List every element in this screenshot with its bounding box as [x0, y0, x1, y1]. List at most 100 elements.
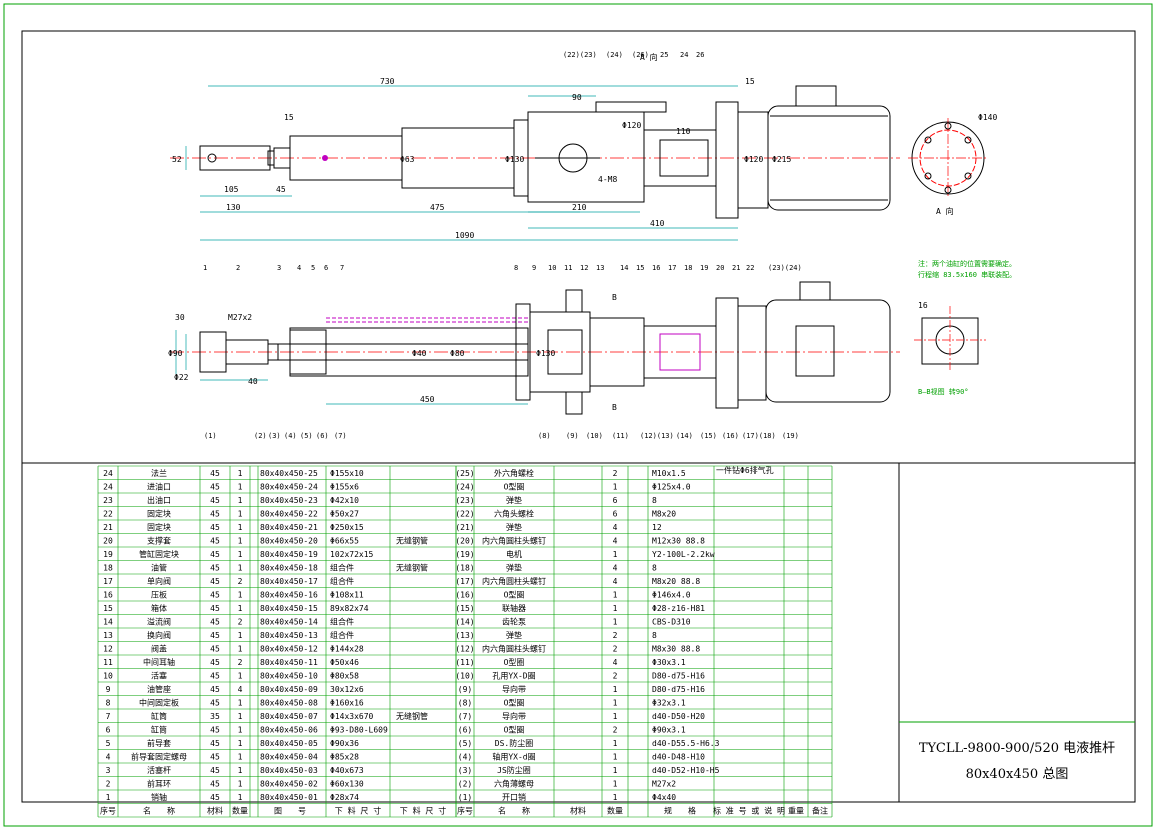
bom-right-name: 内六角圆柱头螺钉: [482, 536, 546, 546]
bom-right-no: (1): [458, 793, 472, 802]
bom-right-no: (20): [455, 537, 474, 546]
svg-text:8: 8: [514, 264, 518, 272]
bom-left-no: 14: [103, 618, 113, 627]
bom-left-no: 12: [103, 645, 113, 654]
top-view-balloons: (22)(23) (24) (26) 25 24 26: [563, 51, 704, 59]
bom-left-material: 45: [210, 496, 220, 505]
svg-text:45: 45: [276, 185, 286, 194]
bom-left-material: 45: [210, 604, 220, 613]
bom-left-drawing: 80x40x450-20: [260, 537, 318, 546]
bom-left-drawing: 80x40x450-13: [260, 631, 318, 640]
bom-right-no: (5): [458, 739, 472, 748]
bom-left-name: 阀盖: [151, 644, 167, 654]
bom-right-qty: 2: [613, 672, 618, 681]
bom-left-qty: 1: [238, 672, 243, 681]
svg-text:730: 730: [380, 77, 395, 86]
bom-left-material: 45: [210, 523, 220, 532]
bom-left-name: 出油口: [147, 495, 171, 505]
bom-right-name: 联轴器: [502, 603, 526, 613]
svg-text:4: 4: [297, 264, 301, 272]
bom-right-qty: 1: [613, 780, 618, 789]
bom-right-spec: D80-d75-H16: [652, 685, 705, 694]
bom-left-name: 缸筒: [151, 711, 167, 721]
bom-left-material: 45: [210, 793, 220, 802]
bom-left-material: 45: [210, 658, 220, 667]
bom-left-material: 45: [210, 685, 220, 694]
bom-left-name: 管缸固定块: [139, 549, 179, 559]
bom-right-spec: M12x30 88.8: [652, 537, 705, 546]
bom-left-drawing: 80x40x450-07: [260, 712, 318, 721]
svg-text:(12)(13): (12)(13): [640, 432, 674, 440]
bom-left-material: 45: [210, 483, 220, 492]
svg-text:B: B: [612, 403, 617, 412]
bom-right-qty: 2: [613, 631, 618, 640]
bom-left-material: 45: [210, 739, 220, 748]
bom-left-material: 45: [210, 537, 220, 546]
bom-left-no: 21: [103, 523, 113, 532]
bom-left-no: 22: [103, 510, 113, 519]
bom-left-drawing: 80x40x450-09: [260, 685, 318, 694]
svg-text:Φ215: Φ215: [772, 155, 791, 164]
bom-left-qty: 1: [238, 793, 243, 802]
bom-left-size: Φ90x36: [330, 739, 359, 748]
bom-left-no: 13: [103, 631, 113, 640]
title-block: TYCLL-9800-900/520 电液推杆 80x40x450 总图: [899, 722, 1135, 802]
bom-left-no: 5: [106, 739, 111, 748]
bom-left-qty: 1: [238, 523, 243, 532]
svg-text:(26): (26): [632, 51, 649, 59]
bom-header-left: 名 称: [143, 806, 175, 816]
bom-right-spec: Y2-100L-2.2kw: [652, 550, 715, 559]
svg-text:15: 15: [284, 113, 294, 122]
bom-right-qty: 2: [613, 645, 618, 654]
section-view: [170, 281, 900, 415]
note-2: 行程缩 83.5x160 串联装配。: [918, 270, 1016, 279]
drawing-title: TYCLL-9800-900/520 电液推杆: [918, 741, 1116, 756]
bom-right-name: 外六角螺栓: [494, 468, 534, 478]
bom-right-spec: Φ146x4.0: [652, 591, 691, 600]
top-view: [170, 85, 900, 241]
bom-grid: [97, 465, 833, 818]
bom-right-no: (23): [455, 496, 474, 505]
svg-text:(10): (10): [586, 432, 603, 440]
bom-right-qty: 1: [613, 699, 618, 708]
svg-text:1090: 1090: [455, 231, 474, 240]
bom-header-left: 下 料 尺 寸: [335, 806, 381, 816]
bom-left-no: 24: [103, 483, 113, 492]
bom-left-size: Φ250x15: [330, 523, 364, 532]
svg-text:24: 24: [680, 51, 688, 59]
svg-text:(17)(18): (17)(18): [742, 432, 776, 440]
inner-border: [21, 30, 1136, 803]
bom-left-qty: 4: [238, 685, 243, 694]
bom-right-qty: 1: [613, 483, 618, 492]
bom-left-qty: 1: [238, 712, 243, 721]
bom-right-spec: M10x1.5: [652, 469, 686, 478]
svg-text:(4): (4): [284, 432, 297, 440]
bom-header-left: 下 料 尺 寸: [400, 806, 446, 816]
svg-text:7: 7: [340, 264, 344, 272]
view-b-label: B—B视图 转90°: [918, 387, 969, 396]
bom-header-right: 材料: [570, 806, 586, 816]
svg-text:19: 19: [700, 264, 708, 272]
bom-left-name: 活塞: [151, 671, 167, 681]
bom-left-material: 45: [210, 726, 220, 735]
bom-left-qty: 1: [238, 550, 243, 559]
bom-left-name: 固定块: [147, 509, 171, 519]
bom-right-no: (18): [455, 564, 474, 573]
bom-right-qty: 4: [613, 577, 618, 586]
bom-right-name: 六角头螺栓: [494, 509, 534, 519]
bom-right-no: (14): [455, 618, 474, 627]
bom-left-qty: 1: [238, 726, 243, 735]
bom-right-name: 导向带: [502, 711, 526, 721]
svg-text:A 向: A 向: [640, 52, 658, 62]
bom-right-name: JS防尘圈: [497, 765, 531, 775]
bom-right-no: (12): [455, 645, 474, 654]
bom-right-spec: Φ30x3.1: [652, 658, 686, 667]
bom-header-right: 序号: [457, 806, 473, 816]
bom-left-remark: 无缝钢管: [396, 563, 428, 573]
bom-left-name: 活塞杆: [147, 765, 171, 775]
bom-left-qty: 1: [238, 604, 243, 613]
bom-left-qty: 1: [238, 766, 243, 775]
bom-left-name: 前导套固定螺母: [131, 752, 187, 762]
bom-right-name: O型圈: [504, 658, 525, 667]
bom-left-no: 15: [103, 604, 113, 613]
